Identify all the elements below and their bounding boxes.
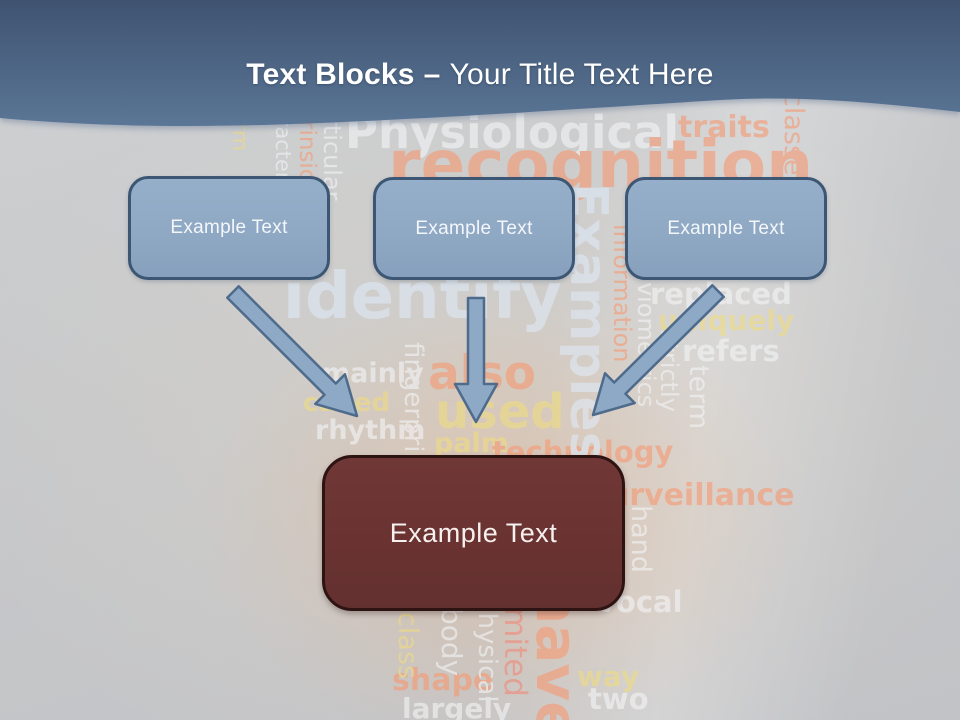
result-text-block[interactable]: Example Text bbox=[322, 455, 625, 611]
header-wave: .hdr-stop-top { stop-color: var(--header… bbox=[0, 0, 960, 126]
wordcloud-word: classes bbox=[778, 92, 809, 190]
wordcloud-word: term bbox=[683, 365, 714, 430]
title-secondary: Your Title Text Here bbox=[449, 58, 714, 91]
wordcloud-word: way bbox=[577, 660, 640, 693]
wordcloud-word: shape bbox=[392, 663, 494, 698]
wordcloud-word: traits bbox=[678, 110, 770, 145]
wordcloud-word: physical bbox=[472, 596, 502, 703]
text-block-3[interactable]: Example Text bbox=[625, 177, 827, 280]
wordcloud-word: used bbox=[435, 384, 565, 440]
wordcloud-word: refers bbox=[682, 334, 780, 368]
arrow-right[interactable] bbox=[591, 284, 725, 417]
title-separator: – bbox=[423, 58, 441, 91]
title-primary: Text Blocks bbox=[246, 58, 415, 91]
wordcloud-word: largely bbox=[402, 692, 512, 720]
text-block-2-label: Example Text bbox=[415, 217, 533, 239]
text-block-1-label: Example Text bbox=[170, 217, 288, 238]
wordcloud-word: rhythm bbox=[315, 415, 426, 446]
wordcloud-word: hand bbox=[625, 505, 656, 573]
result-text-block-label: Example Text bbox=[389, 517, 558, 548]
text-block-1[interactable]: Example Text bbox=[128, 176, 330, 280]
text-block-2[interactable]: Example Text bbox=[373, 177, 575, 280]
arrow-left[interactable] bbox=[226, 285, 359, 418]
wordcloud-word: class bbox=[392, 612, 423, 680]
wordcloud-word: two bbox=[588, 682, 649, 716]
page-title[interactable]: Text Blocks–Your Title Text Here bbox=[0, 52, 960, 98]
wordcloud-word: palm bbox=[434, 428, 509, 459]
wordcloud-word: body bbox=[435, 607, 468, 677]
text-block-3-label: Example Text bbox=[667, 217, 785, 239]
arrow-middle[interactable] bbox=[453, 296, 499, 424]
